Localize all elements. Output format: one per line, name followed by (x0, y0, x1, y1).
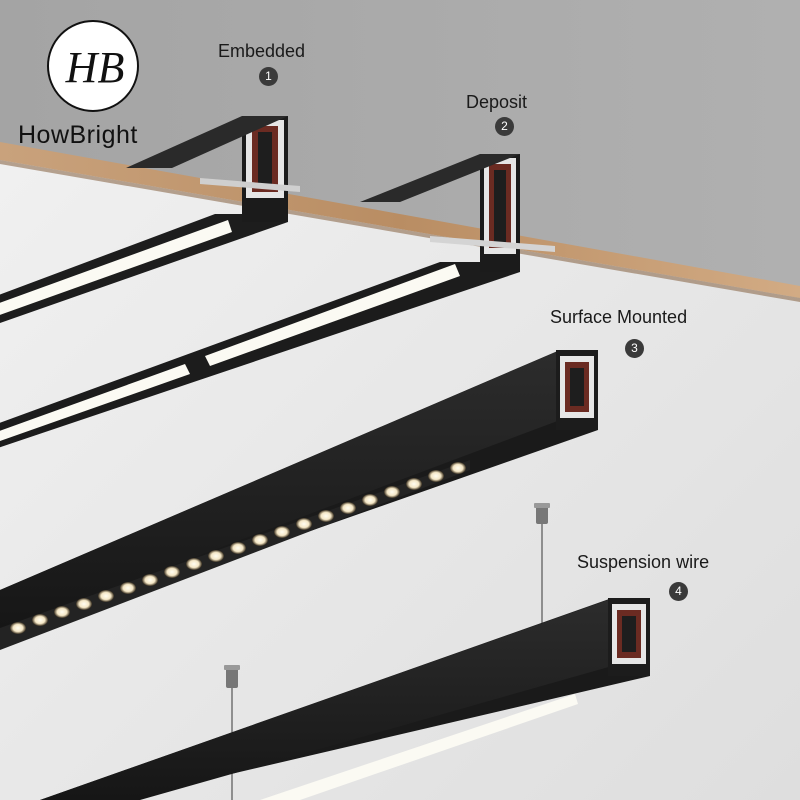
track-surface-mounted (0, 350, 598, 650)
label-surface-mounted: Surface Mounted (550, 307, 688, 327)
track-deposit (0, 154, 555, 448)
label-deposit: Deposit (466, 92, 528, 112)
ceiling-surface (0, 0, 800, 298)
monogram-text: HB (65, 43, 125, 92)
brand-logo: HB HowBright (10, 8, 170, 158)
logo-emblem: HB (47, 20, 139, 112)
brand-name: HowBright (18, 121, 138, 149)
number-badge-1: 1 (259, 67, 278, 86)
label-suspension-wire: Suspension wire (577, 552, 710, 572)
number-badge-2: 2 (495, 117, 514, 136)
monogram-icon: HB (65, 43, 125, 92)
track-suspension (40, 598, 650, 800)
number-badge-4: 4 (669, 582, 688, 601)
number-badge-3: 3 (625, 339, 644, 358)
track-embedded (0, 116, 300, 323)
spot-led-row (10, 462, 466, 634)
label-embedded: Embedded (218, 41, 306, 61)
wood-ceiling-underside (0, 160, 800, 302)
